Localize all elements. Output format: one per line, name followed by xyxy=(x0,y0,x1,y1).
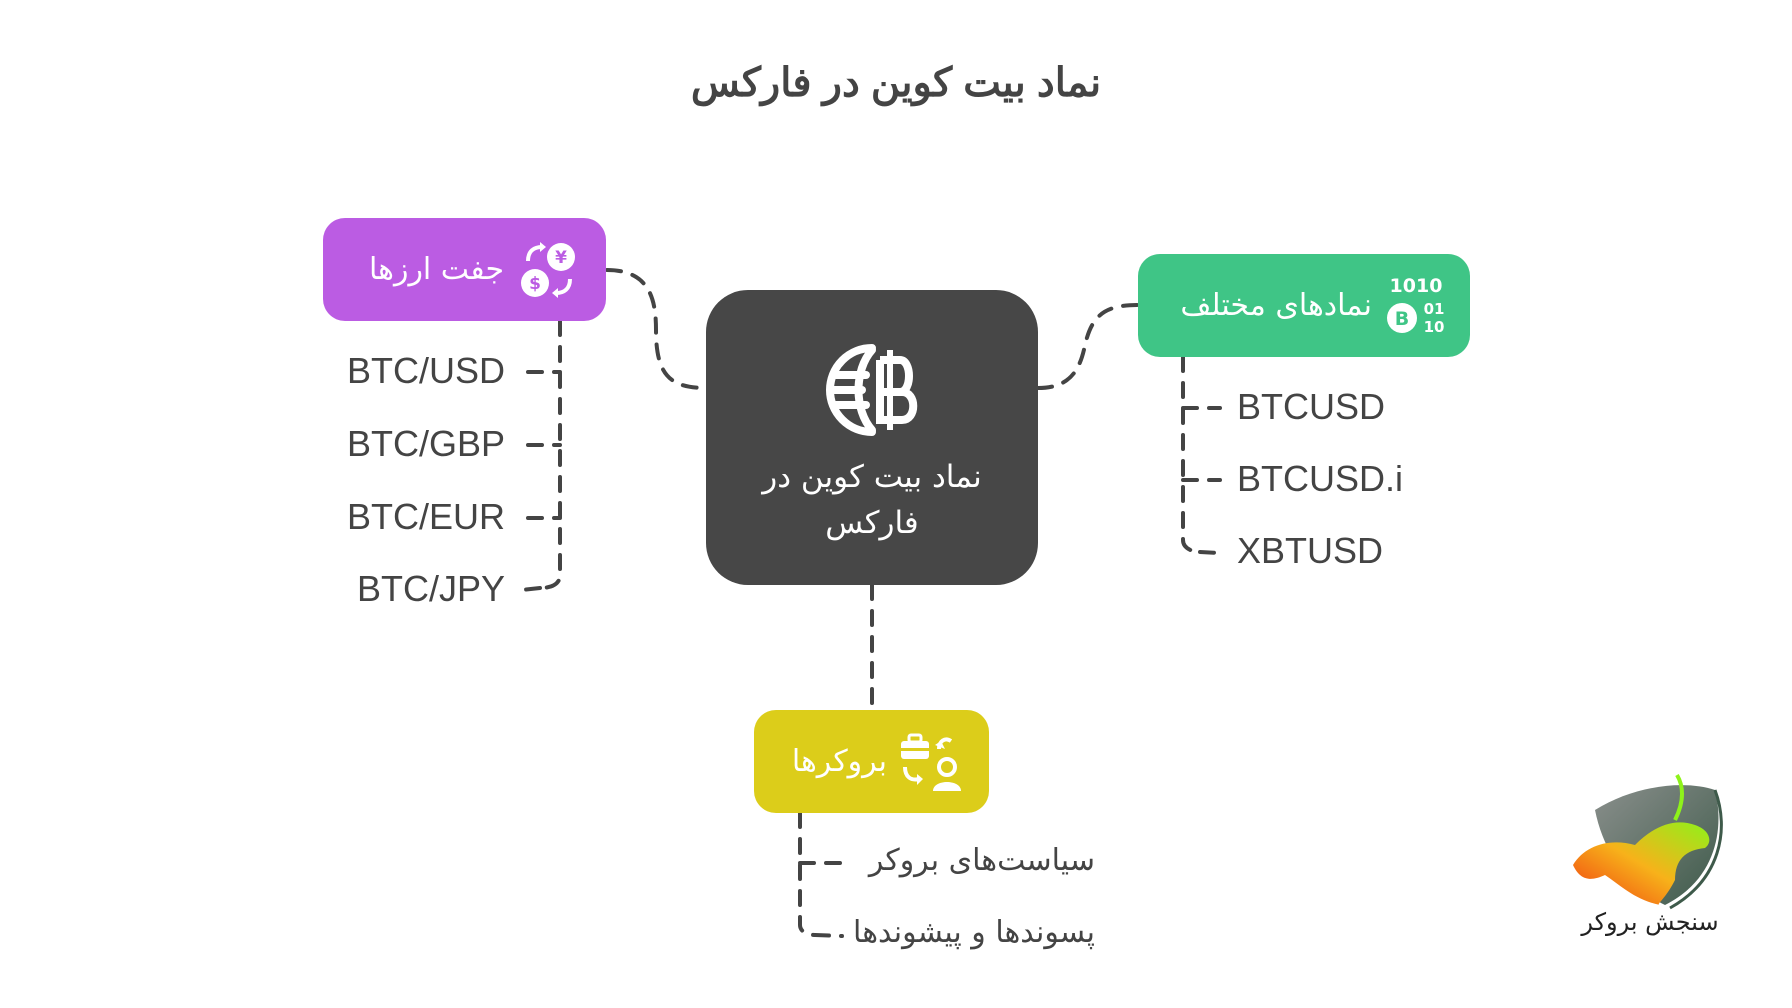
list-item[interactable]: BTC/EUR xyxy=(346,496,505,537)
list-item[interactable]: سیاست‌های بروکر xyxy=(868,843,1095,878)
list-item[interactable]: پسوندها و پیشوندها xyxy=(853,915,1095,950)
list-item[interactable]: BTCUSD.i xyxy=(1237,458,1404,499)
svg-text:01: 01 xyxy=(1424,300,1445,318)
trunk-pairs xyxy=(538,319,562,590)
list-item[interactable]: BTC/USD xyxy=(346,350,505,391)
connector-pairs-center xyxy=(605,268,708,390)
globe-bitcoin-icon xyxy=(822,340,922,440)
currency-exchange-icon: ¥ $ xyxy=(518,239,580,301)
list-item[interactable]: BTCUSD xyxy=(1237,386,1386,427)
trunk-symbols xyxy=(1181,355,1202,554)
trunk-brokers xyxy=(798,811,817,937)
svg-text:¥: ¥ xyxy=(555,248,567,268)
symbols-node[interactable]: 1010 B 01 10 نمادهای مختلف xyxy=(1138,254,1470,357)
brand-logo: سنجش بروکر xyxy=(1565,770,1735,950)
diagram-title: نماد بیت کوین در فارکس xyxy=(690,61,1102,105)
center-node-label: نماد بیت کوین در فارکس xyxy=(762,458,982,541)
bull-bear-shield-logo xyxy=(1573,773,1723,910)
currency-pairs-label: جفت ارزها xyxy=(369,252,504,287)
center-node[interactable]: نماد بیت کوین در فارکس xyxy=(706,290,1038,585)
connector-center-symbols xyxy=(1036,303,1140,390)
list-item[interactable]: BTC/GBP xyxy=(346,423,505,464)
logo-text: سنجش بروکر xyxy=(1581,908,1719,936)
list-item[interactable]: XBTUSD xyxy=(1237,530,1384,571)
symbols-label: نمادهای مختلف xyxy=(1180,288,1372,323)
svg-text:$: $ xyxy=(529,274,541,294)
brokers-label: بروکرها xyxy=(791,744,887,779)
brokers-node[interactable]: بروکرها xyxy=(754,710,989,813)
svg-text:10: 10 xyxy=(1424,318,1445,336)
list-item[interactable]: BTC/JPY xyxy=(356,568,505,609)
bitcoin-binary-icon: 1010 B 01 10 xyxy=(1384,274,1448,338)
svg-text:B: B xyxy=(1395,308,1409,330)
currency-pairs-node[interactable]: ¥ $ جفت ارزها xyxy=(323,218,606,321)
svg-text:1010: 1010 xyxy=(1390,275,1443,297)
broker-exchange-icon xyxy=(899,731,965,793)
